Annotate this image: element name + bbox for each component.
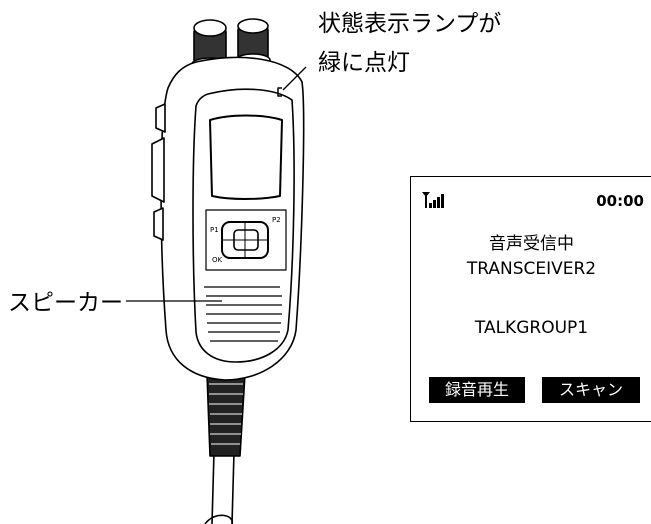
receive-status: 音声受信中 <box>489 234 574 254</box>
key-p2-label: P2 <box>272 216 281 224</box>
keypad <box>205 209 287 271</box>
caller-name: TRANSCEIVER2 <box>466 259 597 279</box>
clock-time: 00:00 <box>596 192 644 210</box>
ptt-button <box>151 137 165 203</box>
talkgroup-name: TALKGROUP1 <box>474 318 589 338</box>
handset-display <box>209 114 283 200</box>
cable <box>211 451 235 524</box>
lamp-leader-line <box>282 66 307 91</box>
side-button-lower <box>153 207 164 241</box>
key-ok-label: OK <box>212 256 223 264</box>
status-lamp <box>277 87 282 97</box>
side-button-top <box>155 103 166 133</box>
speaker-grille <box>204 286 282 342</box>
key-p1-label: P1 <box>210 226 219 234</box>
status-lamp-callout-detail: 緑に点灯 <box>318 50 410 76</box>
cable-loop <box>204 514 233 524</box>
record-playback-softkey[interactable]: 録音再生 <box>429 377 525 403</box>
speaker-callout: スピーカー <box>8 290 123 316</box>
scan-softkey[interactable]: スキャン <box>542 377 640 403</box>
status-lamp-callout: 状態表示ランプが <box>318 11 502 37</box>
signal-strength-icon <box>422 192 444 208</box>
display-panel: 00:00 音声受信中 TRANSCEIVER2 TALKGROUP1 録音再生… <box>410 176 651 422</box>
